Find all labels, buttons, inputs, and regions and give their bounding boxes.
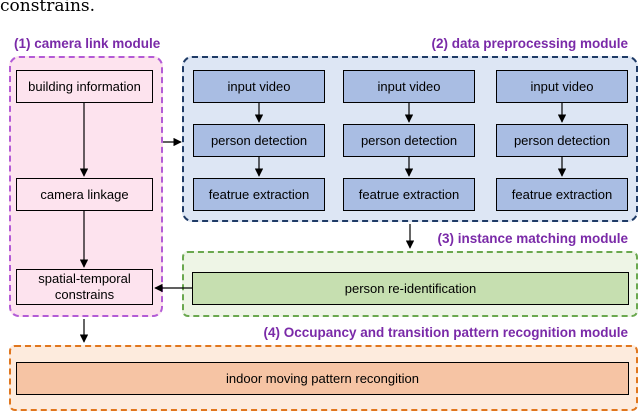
camera-link-module-title: (1) camera link module	[14, 36, 161, 51]
feature-extraction-box: featrue extraction	[193, 178, 325, 211]
instance-matching-module-title: (3) instance matching module	[437, 231, 628, 246]
person-detection-box: person detection	[496, 124, 628, 157]
person-detection-box: person detection	[193, 124, 325, 157]
camera-linkage-box: camera linkage	[16, 178, 153, 211]
input-video-box: input video	[496, 70, 628, 103]
caption-fragment: constrains.	[0, 0, 96, 16]
occupancy-module-title: (4) Occupancy and transition pattern rec…	[263, 325, 628, 340]
feature-extraction-box: featrue extraction	[496, 178, 628, 211]
data-preprocessing-module-title: (2) data preprocessing module	[431, 36, 628, 51]
spatial-temporal-constraints-box: spatial-temporal constrains	[16, 269, 153, 305]
indoor-moving-pattern-box: indoor moving pattern recongition	[16, 362, 629, 395]
feature-extraction-box: featrue extraction	[343, 178, 475, 211]
input-video-box: input video	[343, 70, 475, 103]
building-information-box: building information	[16, 70, 153, 103]
person-reidentification-box: person re-identification	[192, 272, 629, 305]
person-detection-box: person detection	[343, 124, 475, 157]
input-video-box: input video	[193, 70, 325, 103]
